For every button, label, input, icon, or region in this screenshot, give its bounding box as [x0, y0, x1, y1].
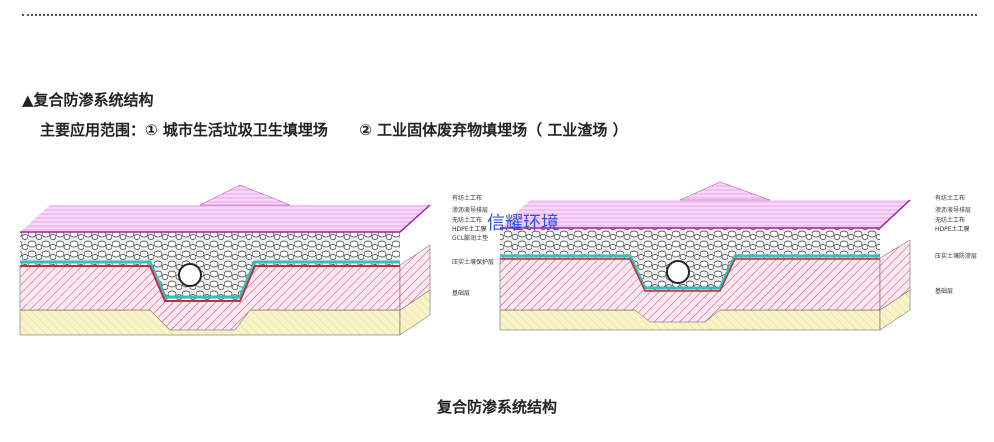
dotted-divider — [22, 14, 977, 16]
section-title: ▲复合防渗系统结构 — [22, 91, 154, 109]
label: 无纺土工布 — [452, 216, 482, 224]
application-scope: 主要应用范围：① 城市生活垃圾卫生填埋场 ② 工业固体废弃物填埋场（ 工业渣场 … — [40, 121, 628, 139]
label: 渗沥液导排层 — [452, 206, 488, 214]
left-cross-section — [19, 184, 431, 336]
figure-caption: 复合防渗系统结构 — [436, 398, 557, 416]
label: 渗沥液导排层 — [935, 206, 971, 214]
label: 基础层 — [452, 289, 470, 297]
watermark: 信耀环境 — [487, 213, 559, 234]
label: HDPE土工膜 — [935, 225, 970, 233]
label: 压实土壤防渗层 — [935, 252, 977, 260]
label: 有纺土工布 — [452, 194, 482, 202]
label: 无纺土工布 — [935, 216, 965, 224]
label: 压实土壤保护层 — [452, 258, 494, 266]
right-legend: 有纺土工布 渗沥液导排层 无纺土工布 HDPE土工膜 压实土壤防渗层 基础层 — [935, 194, 977, 295]
label: 基础层 — [935, 287, 953, 295]
label: HDPE土工膜 — [452, 225, 487, 233]
label: 有纺土工布 — [935, 194, 965, 202]
right-cross-section — [499, 181, 911, 331]
left-legend: 有纺土工布 渗沥液导排层 无纺土工布 HDPE土工膜 GCL膨润土垫 压实土壤保… — [452, 194, 494, 297]
label: GCL膨润土垫 — [452, 234, 488, 242]
